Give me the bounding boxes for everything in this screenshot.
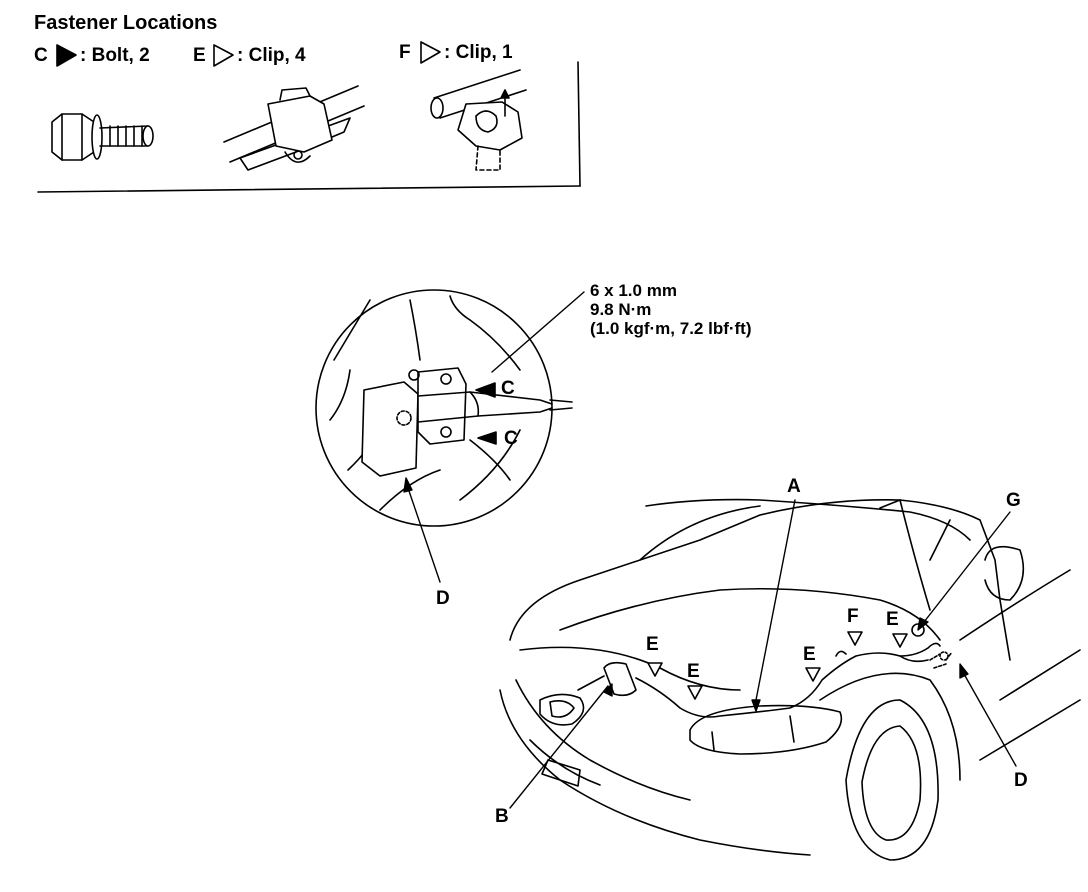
bolt-size: 6 x 1.0 mm (590, 281, 677, 300)
legend-title: Fastener Locations (34, 12, 218, 34)
callout-a: A (787, 476, 801, 497)
callout-g: G (1006, 490, 1021, 511)
clip-markers (475, 382, 908, 700)
bolt-icon (51, 113, 154, 161)
torque-value-nm: 9.8 N·m (590, 300, 652, 319)
legend-item-clip-e-text: : Clip, 4 (237, 45, 306, 66)
callout-e-4: E (886, 609, 899, 630)
legend-item-clip-e-code: E (193, 45, 206, 66)
detail-circle (315, 289, 573, 527)
legend-item-clip-f-text: : Clip, 1 (444, 42, 513, 63)
legend-box-border (37, 61, 581, 193)
torque-value-alt: (1.0 kgf·m, 7.2 lbf·ft) (590, 319, 752, 338)
leader-lines (403, 291, 1017, 809)
legend-item-clip-f-code: F (399, 42, 411, 63)
bolt-marker-icon (56, 44, 77, 67)
callout-d-detail: D (436, 588, 450, 609)
callout-e-3: E (803, 644, 816, 665)
legend-item-bolt-text: : Bolt, 2 (80, 45, 150, 66)
torque-spec: 6 x 1.0 mm 9.8 N·m (1.0 kgf·m, 7.2 lbf·f… (590, 281, 752, 338)
callout-f: F (847, 606, 859, 627)
callout-c-upper: C (501, 378, 515, 399)
callout-b: B (495, 806, 509, 827)
clip-f-icon (430, 69, 527, 171)
car-front (499, 498, 1081, 861)
callout-e-1: E (646, 634, 659, 655)
callout-c-lower: C (504, 428, 518, 449)
callout-d-car: D (1014, 770, 1028, 791)
clip-e-marker-icon (213, 44, 234, 67)
clip-f-marker-icon (420, 41, 441, 64)
callout-e-2: E (687, 661, 700, 682)
legend-item-bolt-code: C (34, 45, 48, 66)
clip-e-icon (223, 85, 365, 171)
